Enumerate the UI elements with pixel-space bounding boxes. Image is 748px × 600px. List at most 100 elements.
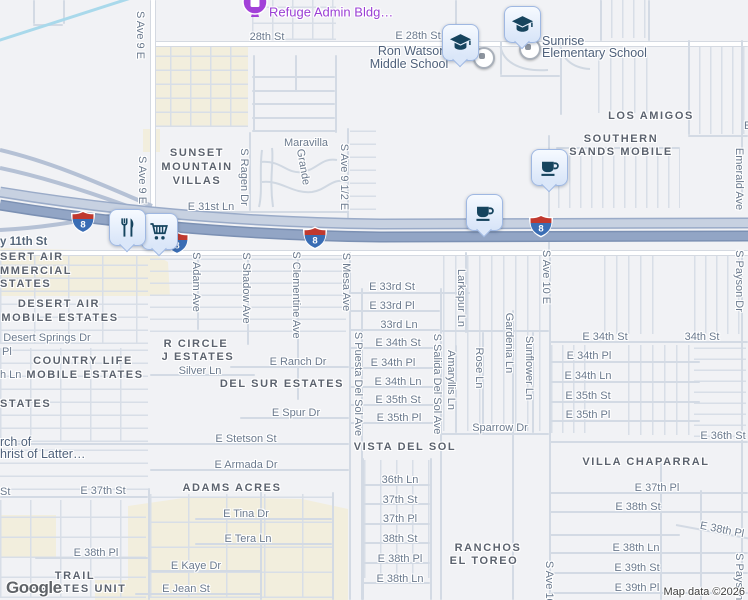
street-grid xyxy=(598,55,648,113)
google-logo[interactable]: Google xyxy=(6,578,62,597)
road xyxy=(362,582,430,584)
svg-text:8: 8 xyxy=(312,236,317,247)
street-label: Maravilla xyxy=(283,137,329,149)
road xyxy=(440,433,549,435)
poi-label[interactable]: Refuge Admin Bldg… xyxy=(269,4,394,20)
street-grid xyxy=(443,255,543,431)
svg-text:8: 8 xyxy=(174,241,179,252)
refuge-marker[interactable] xyxy=(241,0,269,25)
street-grid xyxy=(694,252,744,334)
area-label: DESERT AIR xyxy=(17,298,101,310)
street-label: E Tina Dr xyxy=(223,508,269,520)
interstate-8-freeway xyxy=(0,186,748,243)
road xyxy=(349,367,440,369)
restaurant-marker[interactable] xyxy=(108,208,146,246)
road xyxy=(549,572,748,574)
area-label: TRAIL xyxy=(54,570,96,582)
road xyxy=(549,381,700,383)
street-label: S Puesta Del Sol Ave xyxy=(352,331,364,437)
graduation-cap-icon xyxy=(511,15,533,32)
street-label: E 34th Ln xyxy=(374,376,422,388)
street-label: S Mesa Ave xyxy=(340,252,352,312)
road xyxy=(455,345,457,433)
road xyxy=(688,135,748,137)
street-label: E 37th St xyxy=(80,485,126,497)
road xyxy=(349,252,351,600)
road xyxy=(349,310,440,312)
road xyxy=(33,0,35,24)
street-label: E Jean St xyxy=(162,583,210,595)
graduation-cap-icon xyxy=(449,33,471,50)
school-marker[interactable] xyxy=(441,23,479,61)
poi-label[interactable]: Elementary School xyxy=(542,46,647,60)
road xyxy=(197,252,199,330)
road xyxy=(741,252,743,600)
road xyxy=(600,0,602,41)
street-label: E 38th Pl xyxy=(73,547,119,559)
street-label: S Shadow Ave xyxy=(240,252,252,324)
street-label: E 39th Pl xyxy=(614,582,660,594)
street-label: Silver Ln xyxy=(178,365,222,377)
svg-text:8: 8 xyxy=(538,224,543,235)
road xyxy=(349,404,440,406)
street-label: S Ave 10 E xyxy=(543,560,555,600)
area-label: J ESTATES xyxy=(161,351,235,363)
road xyxy=(556,147,680,149)
road xyxy=(362,458,364,600)
poi-label[interactable]: Sunrise xyxy=(542,34,585,48)
street-label: E 34th St xyxy=(375,337,421,349)
road xyxy=(549,341,748,343)
street-label: 33rd Ln xyxy=(380,319,418,331)
road xyxy=(430,458,432,600)
poi-label[interactable]: Ron Watson xyxy=(377,44,447,58)
road xyxy=(349,329,440,331)
street-label: 38th St xyxy=(382,533,418,545)
area-label: EL TOREO xyxy=(449,555,519,567)
poi-label[interactable]: hrist of Latter… xyxy=(0,447,86,461)
road xyxy=(0,250,748,256)
area-label: MOBILE ESTATES xyxy=(26,369,144,381)
street-label: E 34th Ln xyxy=(564,370,612,382)
area-label: ADAMS ACRES xyxy=(182,482,282,494)
street-label: Amaryllis Ln xyxy=(445,350,457,410)
street-grid xyxy=(600,0,648,38)
cafe-marker[interactable] xyxy=(465,193,503,231)
street-label: E 31st Ln xyxy=(187,201,235,213)
road xyxy=(335,55,337,133)
grocery-marker[interactable] xyxy=(140,212,178,250)
road xyxy=(549,252,551,600)
road xyxy=(440,288,442,600)
street-label: 34th St xyxy=(684,331,720,343)
street-label: h Ln xyxy=(0,369,22,381)
street-label: E xyxy=(744,120,748,132)
street-label: E 37th Pl xyxy=(634,482,680,494)
road xyxy=(548,135,550,250)
fork-knife-icon xyxy=(120,217,133,237)
road xyxy=(362,542,430,544)
area-label: MMERCIAL xyxy=(0,265,73,277)
street-label: Larkspur Ln xyxy=(455,268,467,328)
poi-label[interactable]: Middle School xyxy=(369,57,449,71)
street-label: S Ave 10 E xyxy=(540,249,552,305)
school-marker[interactable] xyxy=(503,5,541,43)
area-label: SERT AIR xyxy=(0,251,64,263)
street-label: S Clementine Ave xyxy=(290,251,302,339)
poi-dot-icon xyxy=(525,44,531,50)
street-label: S Ave 9 E xyxy=(136,155,148,205)
road xyxy=(295,55,297,92)
cafe-marker[interactable] xyxy=(530,148,568,186)
road xyxy=(0,443,349,445)
street-grid xyxy=(0,348,148,442)
road xyxy=(549,361,700,363)
poi-label[interactable]: rch of xyxy=(0,435,32,449)
road xyxy=(195,518,332,520)
road xyxy=(455,0,457,41)
road xyxy=(35,557,148,559)
street-label: S Adam Ave xyxy=(190,252,202,312)
area-label: MOUNTAIN xyxy=(161,161,233,173)
road xyxy=(648,0,650,41)
street-label: S Payson Dr xyxy=(733,250,745,312)
coffee-cup-icon xyxy=(475,206,494,221)
street-label: Gardenia Ln xyxy=(503,312,515,374)
